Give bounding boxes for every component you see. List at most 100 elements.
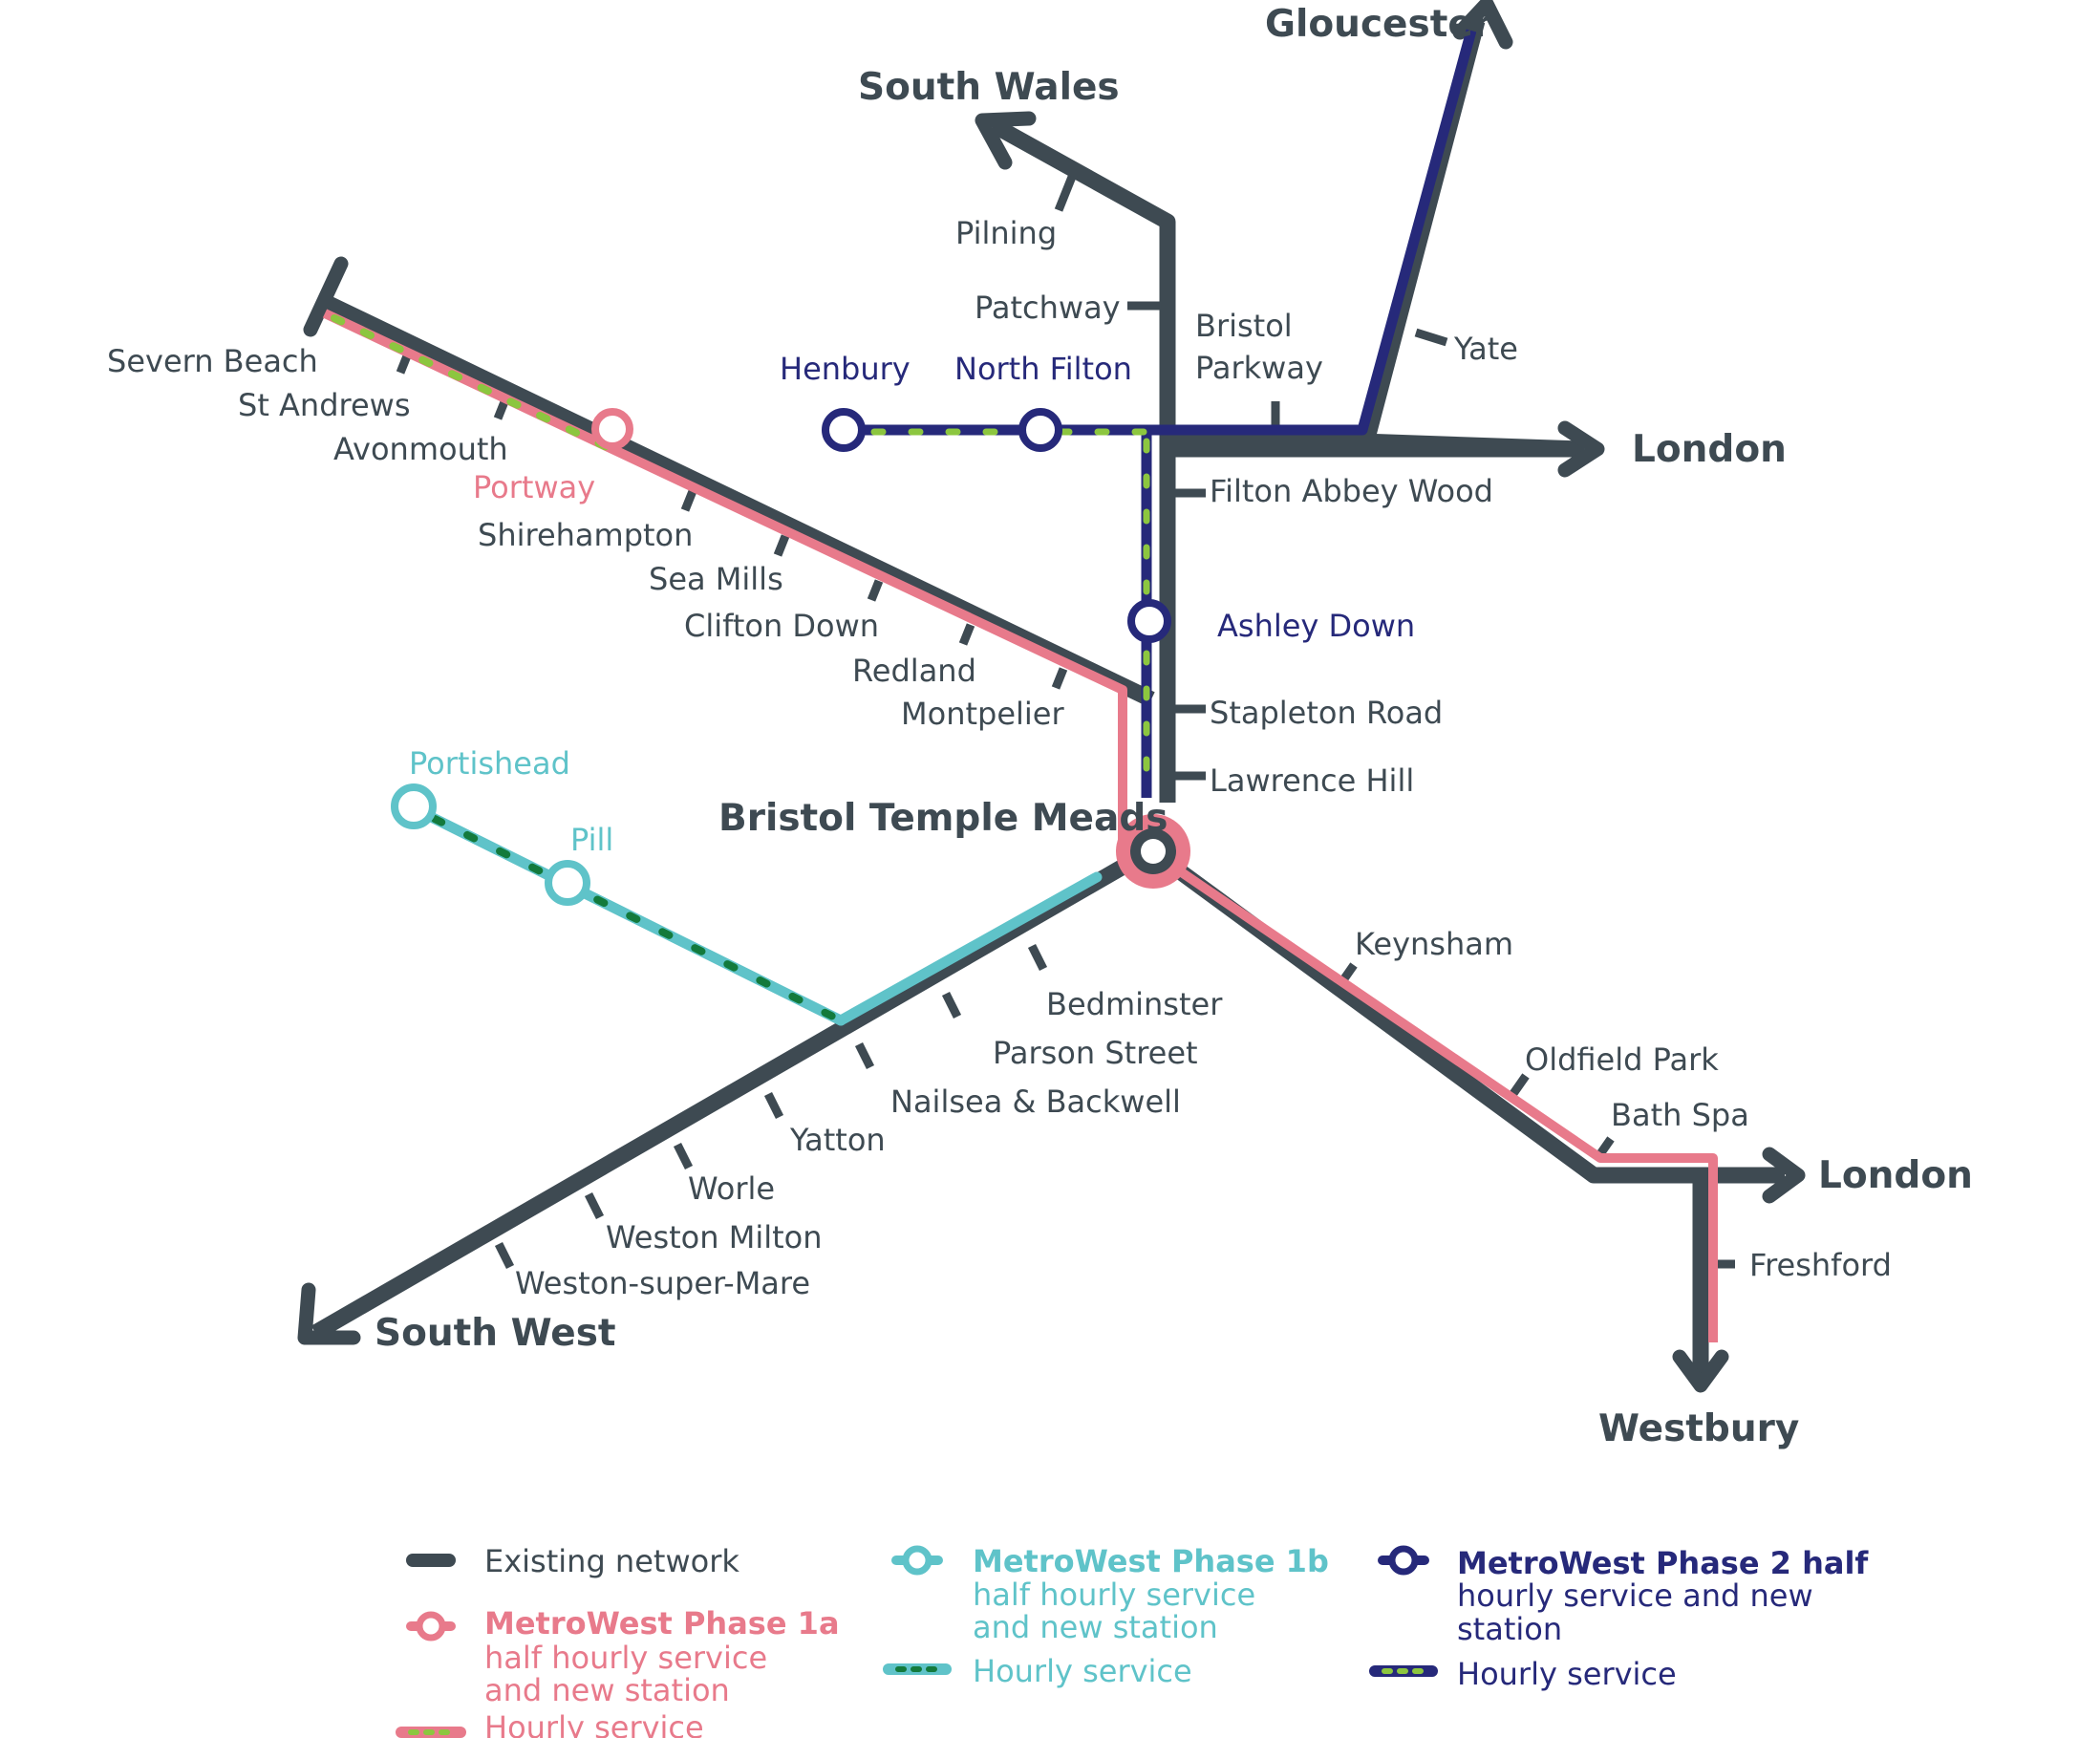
tick-parson-street bbox=[941, 991, 962, 1019]
station-portishead[interactable] bbox=[391, 783, 437, 829]
label-bristol-parkway-line1: Bristol bbox=[1195, 308, 1293, 344]
line-arrowheads bbox=[297, 0, 1806, 1393]
label-westbury: Westbury bbox=[1598, 1407, 1799, 1450]
legend-phase1a-line3: and new station bbox=[484, 1672, 730, 1708]
tick-nailsea-backwell bbox=[854, 1041, 875, 1070]
station-ashley-down[interactable] bbox=[1127, 599, 1171, 643]
tick-redland bbox=[958, 623, 975, 646]
legend-phase2-line1: MetroWest Phase 2 half bbox=[1457, 1545, 1869, 1581]
label-north-filton: North Filton bbox=[954, 351, 1132, 387]
label-bath-spa: Bath Spa bbox=[1611, 1097, 1749, 1133]
label-montpelier: Montpelier bbox=[901, 696, 1064, 732]
label-clifton-down: Clifton Down bbox=[684, 608, 879, 644]
london-bath-arrow-icon bbox=[1762, 1147, 1806, 1204]
label-london-east: London bbox=[1632, 428, 1787, 471]
tick-weston-milton bbox=[584, 1191, 605, 1220]
label-freshford: Freshford bbox=[1749, 1247, 1892, 1283]
legend-phase1a-label: MetroWest Phase 1a bbox=[484, 1605, 840, 1641]
phase1b-hourly-dots bbox=[431, 815, 845, 1024]
label-pill: Pill bbox=[570, 822, 613, 858]
tick-sea-mills bbox=[773, 534, 790, 557]
label-lawrence-hill: Lawrence Hill bbox=[1210, 762, 1414, 799]
phase1b-shared-line bbox=[835, 871, 1103, 1026]
legend: Existing network MetroWest Phase 1a half… bbox=[396, 1543, 1869, 1738]
hub-center bbox=[1141, 839, 1166, 864]
label-south-west: South West bbox=[375, 1312, 616, 1355]
station-north-filton[interactable] bbox=[1018, 408, 1062, 452]
label-keynsham: Keynsham bbox=[1355, 926, 1513, 962]
station-labels: Severn Beach St Andrews Avonmouth Portwa… bbox=[107, 215, 1892, 1301]
hub-station[interactable] bbox=[1116, 814, 1190, 889]
legend-phase1b-line1: MetroWest Phase 1b bbox=[973, 1543, 1329, 1579]
south-west-line bbox=[311, 843, 1156, 1341]
label-worle: Worle bbox=[688, 1170, 775, 1207]
legend-phase1a-line1: MetroWest Phase 1a bbox=[484, 1605, 840, 1641]
label-gloucester: Gloucester bbox=[1265, 3, 1492, 46]
legend-phase2-hourly-label: Hourly service bbox=[1457, 1656, 1677, 1692]
tick-shirehampton bbox=[680, 489, 697, 512]
label-portway: Portway bbox=[473, 469, 595, 505]
label-south-wales: South Wales bbox=[858, 66, 1120, 109]
label-yate: Yate bbox=[1453, 331, 1518, 367]
tick-yate bbox=[1414, 328, 1448, 347]
label-henbury: Henbury bbox=[780, 351, 911, 387]
tick-montpelier bbox=[1051, 667, 1068, 690]
phase1b-lines bbox=[408, 803, 1103, 1026]
phase2-gloucester-line bbox=[1151, 29, 1477, 436]
gloucester-arrow-icon bbox=[1452, 0, 1513, 50]
label-st-andrews: St Andrews bbox=[238, 387, 411, 423]
label-shirehampton: Shirehampton bbox=[478, 517, 693, 553]
tick-worle bbox=[673, 1142, 694, 1170]
label-bristol-temple-meads: Bristol Temple Meads bbox=[718, 797, 1168, 840]
label-pilning: Pilning bbox=[955, 215, 1057, 251]
new-stations bbox=[391, 408, 1171, 906]
phase1a-bath-line bbox=[1168, 860, 1718, 1342]
bath-line bbox=[1146, 844, 1785, 1184]
south-wales-arrow-icon bbox=[975, 111, 1037, 170]
label-parson-street: Parson Street bbox=[993, 1035, 1198, 1071]
label-weston-super-mare: Weston-super-Mare bbox=[515, 1265, 810, 1301]
label-bristol-parkway-line2: Parkway bbox=[1195, 350, 1323, 386]
legend-phase1a-hourly-label: Hourly service bbox=[484, 1709, 704, 1738]
legend-phase2-line2: hourly service and new bbox=[1457, 1577, 1813, 1614]
legend-phase1a-line2: half hourly service bbox=[484, 1640, 767, 1676]
terminal-labels: Gloucester South Wales London London Sou… bbox=[375, 3, 1973, 1450]
label-filton-abbey-wood: Filton Abbey Wood bbox=[1210, 473, 1493, 509]
label-avonmouth: Avonmouth bbox=[333, 431, 508, 467]
tick-pilning bbox=[1054, 175, 1077, 212]
tick-bedminster bbox=[1027, 943, 1048, 972]
label-nailsea-backwell: Nailsea & Backwell bbox=[890, 1084, 1181, 1120]
legend-phase1b-line2: half hourly service bbox=[973, 1577, 1255, 1613]
legend-phase2-line3: station bbox=[1457, 1611, 1562, 1647]
severn-beach-terminus-bar bbox=[303, 256, 349, 337]
label-bedminster: Bedminster bbox=[1046, 986, 1223, 1022]
label-weston-milton: Weston Milton bbox=[606, 1219, 823, 1255]
tick-yatton bbox=[763, 1091, 784, 1120]
tick-clifton-down bbox=[867, 579, 884, 602]
tick-oldfield-park bbox=[1509, 1073, 1530, 1098]
legend-phase1a-station-icon bbox=[416, 1611, 446, 1641]
london-east-arrow-icon bbox=[1557, 420, 1605, 478]
label-yatton: Yatton bbox=[789, 1122, 886, 1158]
label-patchway: Patchway bbox=[975, 290, 1121, 326]
legend-existing-label: Existing network bbox=[484, 1543, 739, 1579]
label-ashley-down: Ashley Down bbox=[1217, 608, 1415, 644]
legend-phase2-station-icon bbox=[1388, 1545, 1419, 1576]
station-henbury[interactable] bbox=[822, 408, 866, 452]
label-portishead: Portishead bbox=[409, 745, 570, 782]
label-redland: Redland bbox=[852, 653, 976, 689]
tick-weston-super-mare bbox=[494, 1241, 515, 1270]
label-london-bath: London bbox=[1818, 1154, 1973, 1197]
legend-phase1b-station-icon bbox=[902, 1545, 932, 1576]
label-oldfield-park: Oldfield Park bbox=[1525, 1041, 1719, 1078]
label-sea-mills: Sea Mills bbox=[649, 561, 783, 597]
legend-phase1b-line3: and new station bbox=[973, 1609, 1218, 1645]
south-west-arrow-icon bbox=[297, 1282, 361, 1345]
label-stapleton-road: Stapleton Road bbox=[1210, 695, 1443, 731]
station-pill[interactable] bbox=[545, 860, 590, 906]
label-severn-beach: Severn Beach bbox=[107, 343, 318, 379]
westbury-arrow-icon bbox=[1672, 1349, 1729, 1393]
station-portway[interactable] bbox=[591, 408, 633, 450]
legend-phase1b-hourly-label: Hourly service bbox=[973, 1653, 1192, 1689]
